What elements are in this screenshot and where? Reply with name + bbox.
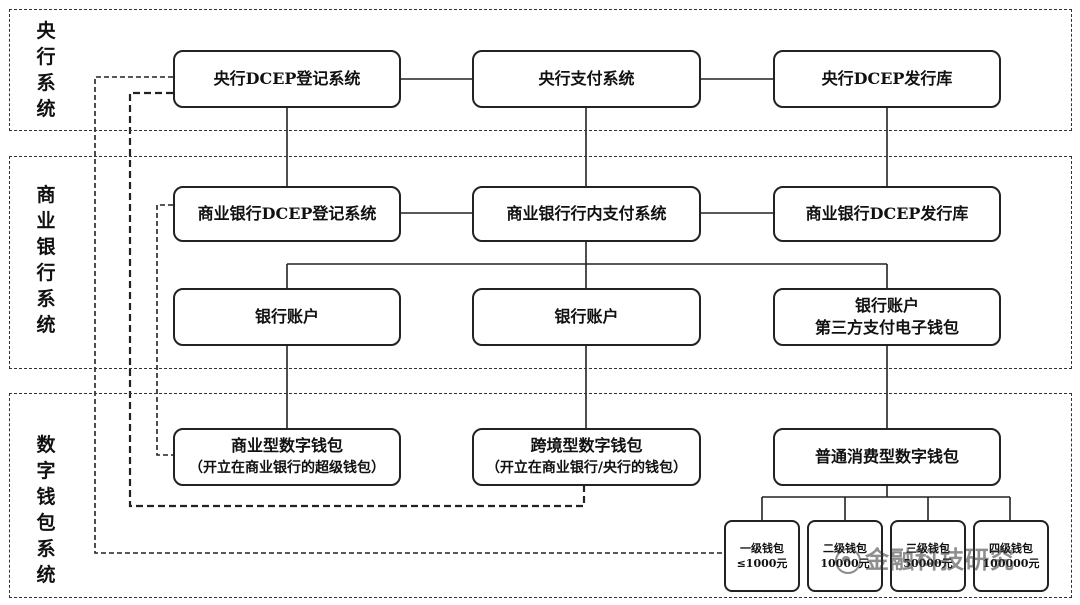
crossborder-wallet-label: 跨境型数字钱包 bbox=[530, 436, 643, 455]
tier1-wallet-node: 一级钱包 ≤1000元 bbox=[724, 520, 800, 592]
commercial-wallet-label: 商业型数字钱包 bbox=[230, 436, 343, 455]
digital-wallet-zone-label: 数字钱包系统 bbox=[36, 434, 56, 586]
tier3-wallet-limit: 50000元 bbox=[903, 557, 953, 570]
tier4-wallet-node: 四级钱包 100000元 bbox=[973, 520, 1049, 592]
watermark: 金融科技研究 bbox=[835, 540, 1015, 575]
bank-account-node-2: 银行账户 bbox=[472, 288, 701, 346]
crossborder-wallet-note: （开立在商业银行/央行的钱包） bbox=[485, 460, 688, 476]
bank-dcep-registry-node: 商业银行DCEP登记系统 bbox=[173, 186, 401, 242]
commercial-wallet-node: 商业型数字钱包 （开立在商业银行的超级钱包） bbox=[173, 428, 401, 486]
central-payment-system-node: 央行支付系统 bbox=[472, 50, 701, 108]
bank-dcep-issuance-label: 商业银行DCEP发行库 bbox=[805, 204, 969, 223]
bank-dcep-issuance-node: 商业银行DCEP发行库 bbox=[773, 186, 1001, 242]
bank-internal-payment-node: 商业银行行内支付系统 bbox=[472, 186, 701, 242]
watermark-text: 金融科技研究 bbox=[865, 546, 1015, 574]
bank-account-label-1: 银行账户 bbox=[254, 307, 319, 326]
tier4-wallet-limit: 100000元 bbox=[982, 557, 1040, 570]
consumer-wallet-node: 普通消费型数字钱包 bbox=[773, 428, 1001, 486]
bank-account-label-2: 银行账户 bbox=[554, 307, 619, 326]
digital-wallet-zone bbox=[9, 393, 1072, 598]
commercial-bank-zone bbox=[9, 156, 1072, 369]
consumer-wallet-label: 普通消费型数字钱包 bbox=[814, 447, 959, 466]
tier1-wallet-name: 一级钱包 bbox=[740, 542, 784, 555]
tier3-wallet-node: 三级钱包 50000元 bbox=[890, 520, 966, 592]
central-dcep-registry-node: 央行DCEP登记系统 bbox=[173, 50, 401, 108]
commercial-bank-zone-label: 商业银行系统 bbox=[36, 184, 56, 336]
tier4-wallet-name: 四级钱包 bbox=[989, 542, 1033, 555]
central-dcep-registry-label: 央行DCEP登记系统 bbox=[213, 69, 361, 88]
bank-internal-payment-label: 商业银行行内支付系统 bbox=[506, 204, 667, 223]
bank-account-node-1: 银行账户 bbox=[173, 288, 401, 346]
central-bank-zone-label: 央行系统 bbox=[36, 20, 56, 120]
wechat-icon bbox=[835, 548, 861, 574]
bank-account-ewallet-node: 银行账户 第三方支付电子钱包 bbox=[773, 288, 1001, 346]
tier3-wallet-name: 三级钱包 bbox=[906, 542, 950, 555]
central-dcep-issuance-node: 央行DCEP发行库 bbox=[773, 50, 1001, 108]
tier1-wallet-limit: ≤1000元 bbox=[736, 557, 788, 570]
bank-dcep-registry-label: 商业银行DCEP登记系统 bbox=[197, 204, 377, 223]
central-dcep-issuance-label: 央行DCEP发行库 bbox=[821, 69, 953, 88]
central-bank-zone bbox=[9, 9, 1072, 131]
crossborder-wallet-node: 跨境型数字钱包 （开立在商业银行/央行的钱包） bbox=[472, 428, 701, 486]
third-party-ewallet-label: 第三方支付电子钱包 bbox=[814, 318, 959, 337]
bank-account-label-3: 银行账户 bbox=[854, 296, 919, 315]
central-payment-system-label: 央行支付系统 bbox=[538, 69, 635, 88]
commercial-wallet-note: （开立在商业银行的超级钱包） bbox=[189, 460, 385, 476]
